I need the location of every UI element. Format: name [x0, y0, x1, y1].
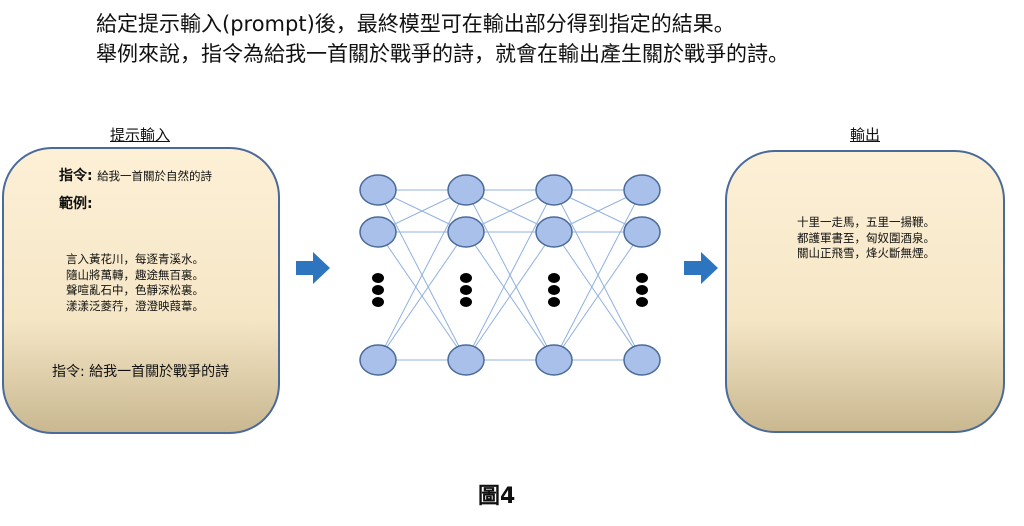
connection-line: [465, 189, 555, 361]
arrow-right-icon: [296, 252, 330, 284]
input-label: 提示輸入: [110, 126, 171, 144]
connection-line: [553, 231, 643, 361]
ellipsis-dot: [636, 273, 648, 283]
instruction-2: 指令: 給我一首關於戰爭的詩: [52, 364, 230, 380]
neuron-node: [623, 216, 661, 248]
neuron-node: [535, 174, 573, 206]
connection-line: [377, 231, 467, 361]
neuron-node: [623, 344, 661, 376]
header-line-1: 給定提示輸入(prompt)後，最終模型可在輸出部分得到指定的結果。: [96, 12, 735, 36]
ellipsis-dot: [460, 285, 472, 295]
connection-line: [465, 231, 555, 361]
arrow-right-icon: [684, 252, 718, 284]
neuron-node: [359, 174, 397, 206]
output-poem: 十里一走馬，五里一揚鞭。都護軍書至，匈奴圍酒泉。關山正飛雪，烽火斷無煙。: [797, 215, 935, 260]
connection-line: [553, 189, 643, 361]
neuron-node: [447, 344, 485, 376]
header-line-2: 舉例來說，指令為給我一首關於戰爭的詩，就會在輸出產生關於戰爭的詩。: [96, 42, 789, 66]
neuron-node: [535, 344, 573, 376]
input-box: 指令: 給我一首關於自然的詩 範例: 言入黃花川，每逐青溪水。隨山將萬轉，趣途無…: [2, 147, 280, 434]
ellipsis-dot: [548, 273, 560, 283]
ellipsis-dot: [372, 297, 384, 307]
ellipsis-dot: [372, 273, 384, 283]
ellipsis-dot: [548, 297, 560, 307]
instruction-1: 指令: 給我一首關於自然的詩: [59, 168, 213, 184]
ellipsis-dot: [460, 297, 472, 307]
output-box: 十里一走馬，五里一揚鞭。都護軍書至，匈奴圍酒泉。關山正飛雪，烽火斷無煙。: [725, 150, 1005, 433]
neuron-node: [359, 344, 397, 376]
example-poem: 言入黃花川，每逐青溪水。隨山將萬轉，趣途無百裏。聲喧亂石中，色靜深松裏。漾漾泛菱…: [66, 252, 204, 313]
ellipsis-dot: [636, 285, 648, 295]
connection-line: [377, 189, 467, 361]
ellipsis-dot: [460, 273, 472, 283]
neuron-node: [359, 216, 397, 248]
example-label: 範例:: [59, 196, 93, 212]
ellipsis-dot: [372, 285, 384, 295]
output-label: 輸出: [850, 126, 881, 144]
neuron-node: [623, 174, 661, 206]
ellipsis-dot: [636, 297, 648, 307]
neuron-node: [447, 216, 485, 248]
neuron-node: [535, 216, 573, 248]
ellipsis-dot: [548, 285, 560, 295]
neuron-node: [447, 174, 485, 206]
figure-caption: 圖4: [478, 484, 516, 509]
